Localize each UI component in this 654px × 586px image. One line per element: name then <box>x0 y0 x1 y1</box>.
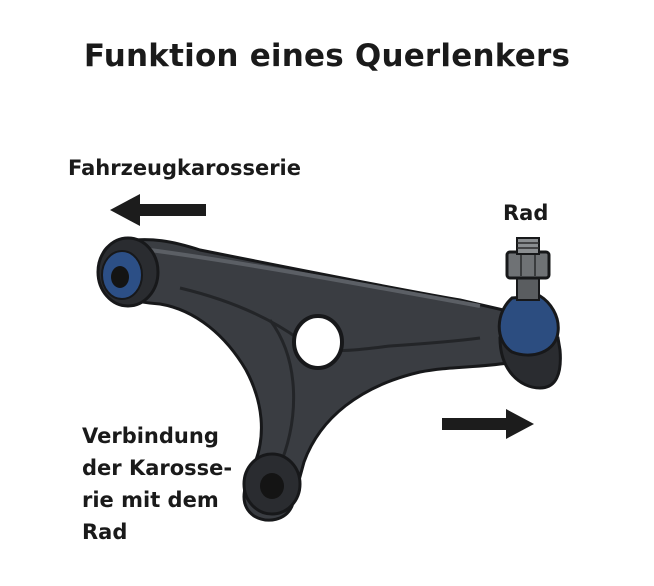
arrow-left-icon <box>110 194 206 226</box>
description-line: Verbindung <box>82 424 219 448</box>
page-title: Funktion eines Querlenkers <box>83 38 571 74</box>
bushing-icon <box>96 236 160 308</box>
description-line: der Karosse- <box>82 456 233 480</box>
control-arm-icon <box>98 238 516 522</box>
bushing-icon <box>242 452 302 516</box>
label-body: Fahrzeugkarosserie <box>68 156 301 180</box>
ball-joint-icon <box>497 237 562 390</box>
label-description: Verbindung der Karosse- rie mit dem Rad <box>82 420 232 548</box>
description-line: rie mit dem <box>82 488 219 512</box>
label-wheel: Rad <box>503 201 549 225</box>
description-line: Rad <box>82 520 128 544</box>
arrow-right-icon <box>442 409 534 439</box>
